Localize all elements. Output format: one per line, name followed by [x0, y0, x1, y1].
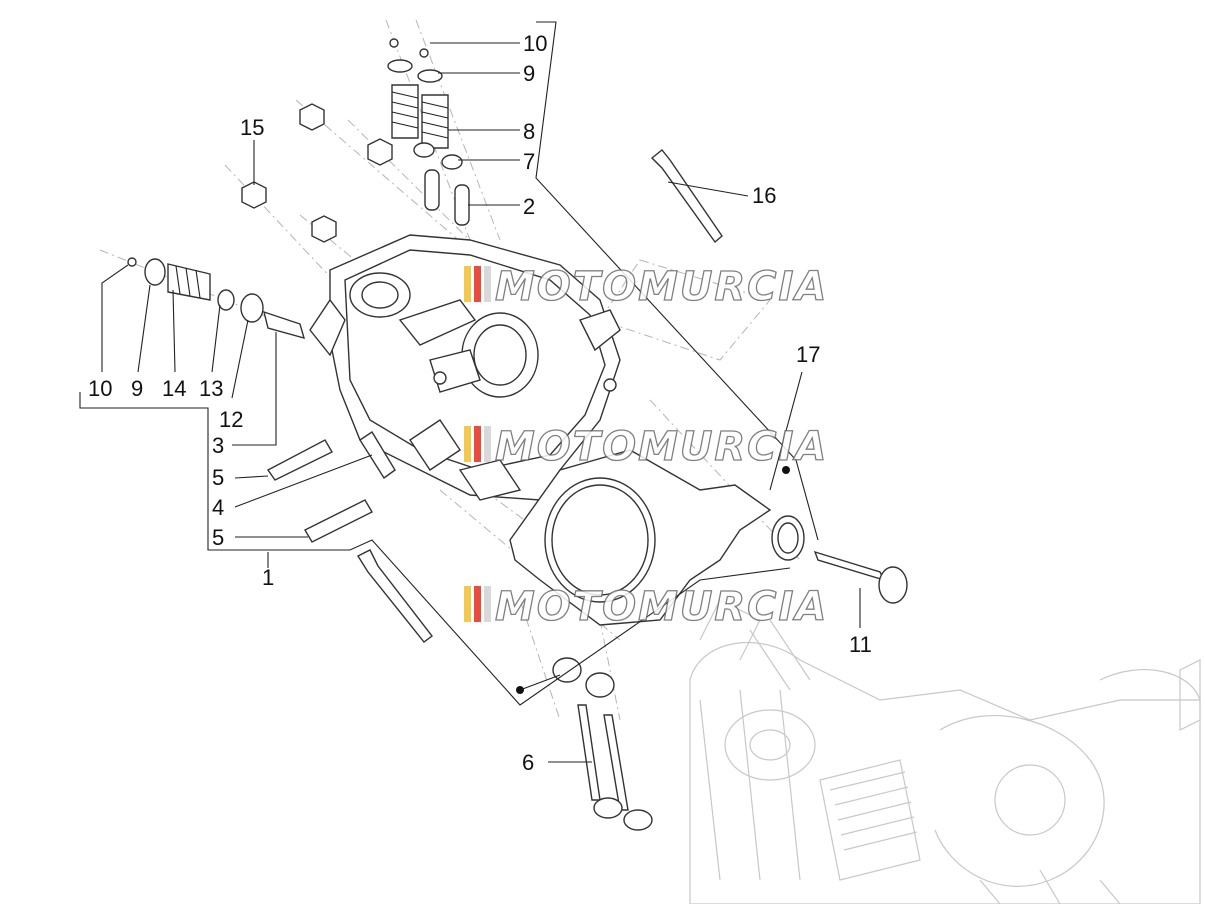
callout-6: 6: [522, 750, 534, 775]
valve-seal-and-valve-right: [771, 515, 908, 604]
callout-1: 1: [262, 565, 274, 590]
callout-9-left: 9: [131, 376, 143, 401]
leader-lines: [79, 21, 861, 763]
valve-seats-and-valves-bottom: [552, 657, 653, 831]
watermark-bottom: MOTOMURCIA: [464, 583, 828, 631]
callout-10-top: 10: [523, 31, 547, 56]
cylinder-head-nuts: [241, 103, 393, 243]
head-bolt: [356, 549, 433, 643]
valve-spring-stack-left: [127, 257, 306, 340]
callout-2: 2: [523, 194, 535, 219]
callout-15: 15: [240, 115, 264, 140]
callout-12: 12: [219, 407, 243, 432]
callout-5-upper: 5: [212, 465, 224, 490]
callout-9-top: 9: [523, 61, 535, 86]
callout-8: 8: [523, 119, 535, 144]
watermark-text: MOTOMURCIA: [495, 584, 828, 630]
callout-16: 16: [752, 183, 776, 208]
stud-bolt-16: [650, 149, 723, 244]
watermark-top: MOTOMURCIA: [464, 263, 828, 311]
callout-3: 3: [212, 433, 224, 458]
head-gasket: [509, 449, 772, 626]
callout-labels: 10 9 8 7 2 15 16 10 9 14 13 12 3 5 4 5 1…: [88, 31, 872, 775]
callout-13: 13: [199, 376, 223, 401]
callout-14: 14: [162, 376, 186, 401]
callout-4: 4: [212, 495, 224, 520]
dowel-pins-and-seal: [266, 431, 396, 543]
callout-7: 7: [523, 149, 535, 174]
cylinder-head: [309, 234, 621, 501]
callout-11: 11: [849, 632, 872, 657]
engine-block-ghost: [689, 599, 1201, 905]
watermark-middle: MOTOMURCIA: [464, 423, 828, 471]
callout-17: 17: [796, 342, 820, 367]
watermark-text: MOTOMURCIA: [495, 264, 828, 310]
valve-spring-stack-top: [387, 38, 470, 226]
callout-5-lower: 5: [212, 525, 224, 550]
callout-10-left: 10: [88, 376, 112, 401]
watermark-text: MOTOMURCIA: [495, 424, 828, 470]
